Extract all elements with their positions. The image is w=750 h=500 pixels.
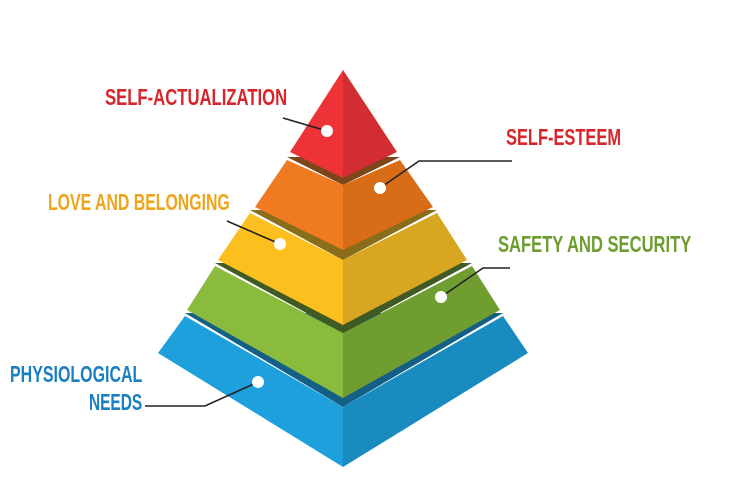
- tier-safety-left-face: [187, 266, 343, 398]
- leader-love-belonging: [226, 220, 281, 245]
- tier-physiological-left-face: [158, 316, 343, 467]
- leader-physiological: [145, 381, 259, 407]
- marker-dot-physiological: [252, 376, 264, 388]
- tier-esteem-left-face: [255, 160, 343, 250]
- leader-safety-security: [440, 267, 510, 298]
- label-self-esteem: SELF-ESTEEM: [506, 124, 622, 150]
- tier-safety-right-face: [343, 266, 500, 398]
- tier-love-left-face: [218, 213, 343, 325]
- label-physiological-line1: PHYSIOLOGICAL: [10, 361, 143, 387]
- marker-dot-self-actualization: [321, 125, 333, 137]
- tier-self-actualization-right-face: [343, 70, 397, 178]
- label-safety-security: SAFETY AND SECURITY: [498, 231, 692, 257]
- label-physiological-line2: NEEDS: [89, 389, 143, 415]
- leader-self-esteem: [379, 160, 512, 189]
- tier-esteem-right-face: [343, 160, 433, 250]
- label-self-actualization: SELF-ACTUALIZATION: [105, 84, 288, 110]
- tier-love-right-face: [343, 213, 467, 325]
- tier-physiological-right-face: [343, 316, 528, 467]
- tier-self-actualization: [290, 70, 397, 178]
- marker-dot-self-esteem: [374, 182, 386, 194]
- tier-self-actualization-left-face: [290, 70, 343, 178]
- leader-self-actualization: [282, 117, 328, 132]
- marker-dot-safety-security: [435, 291, 447, 303]
- marker-dot-love-belonging: [274, 238, 286, 250]
- label-love-belonging: LOVE AND BELONGING: [48, 189, 230, 215]
